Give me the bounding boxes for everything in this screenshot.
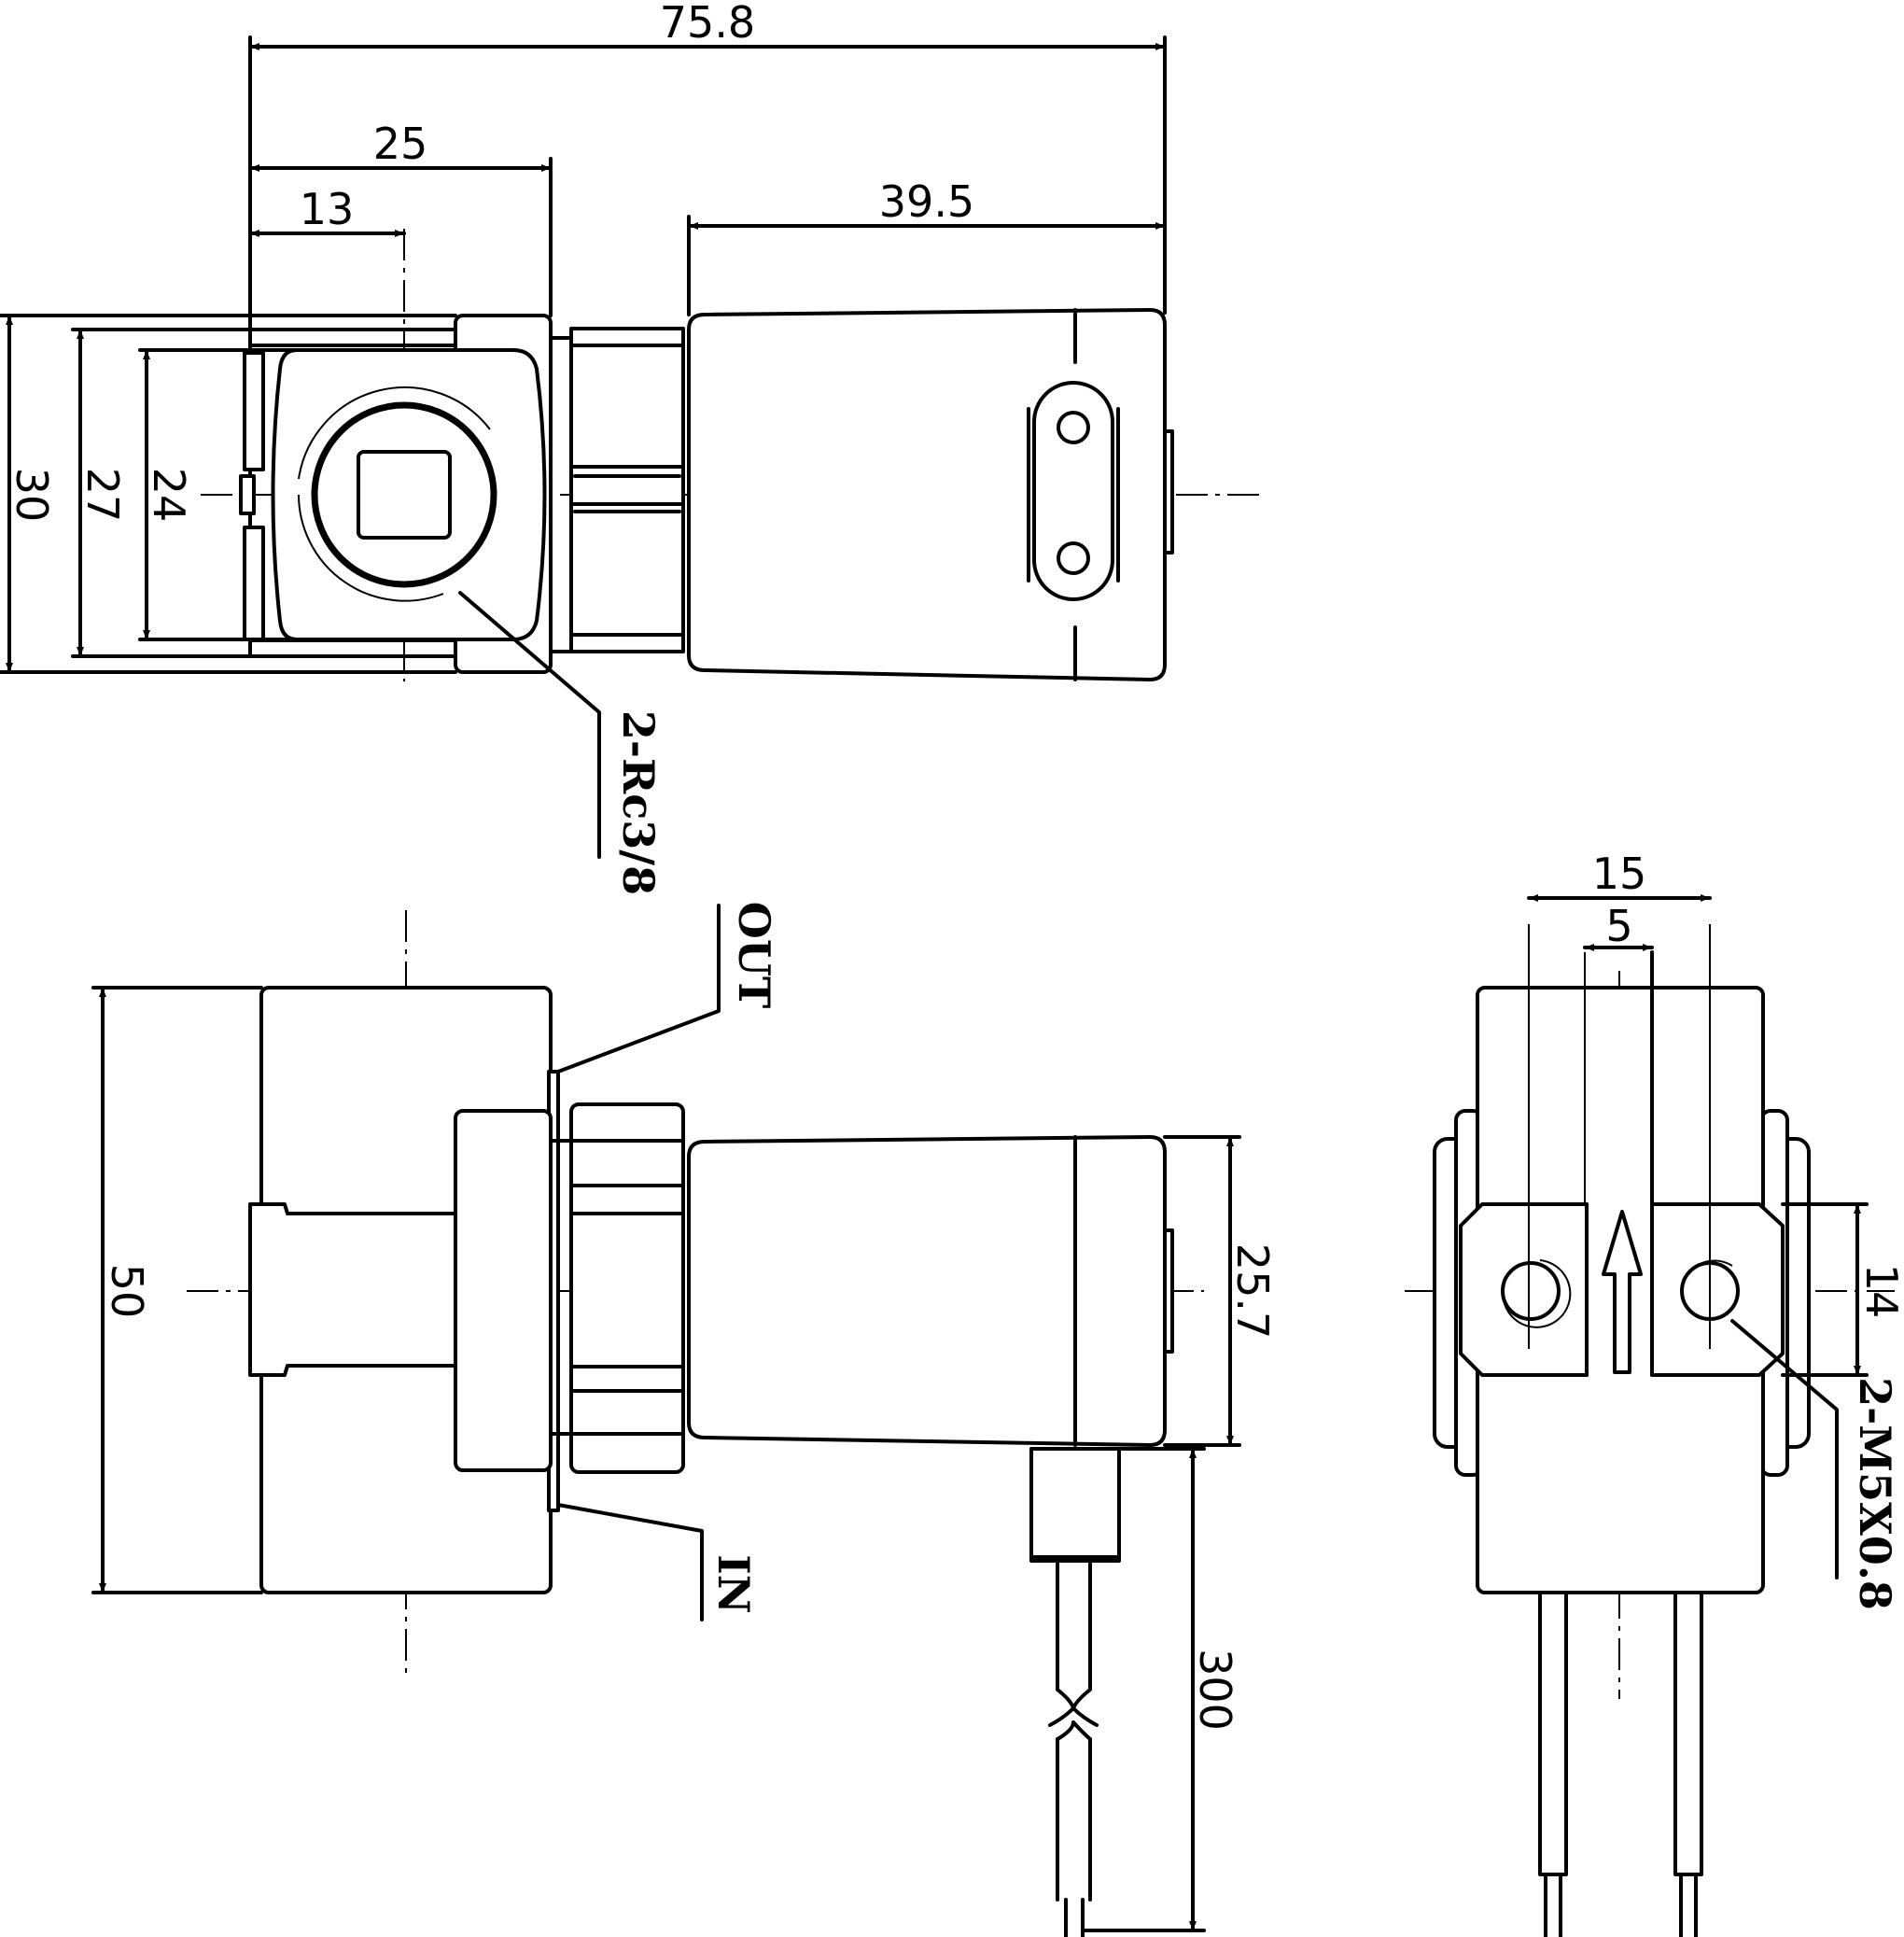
dim-coil-length: 39.5 <box>879 176 974 227</box>
label-mount-thread: 2-M5X0.8 <box>1850 1377 1900 1610</box>
front-view: OUT IN 50 25.7 300 <box>91 902 1278 1937</box>
dim-lead-length: 300 <box>1190 1649 1240 1731</box>
dim-coil-height: 25.7 <box>1227 1243 1278 1339</box>
top-view: 75.8 25 13 39.5 30 27 24 2-Rc3/8 <box>0 0 1260 895</box>
dim-port-block-width: 25 <box>373 119 428 169</box>
dim-mount-plate-height: 14 <box>1856 1264 1904 1319</box>
dim-arrow-offset: 5 <box>1605 901 1632 951</box>
label-outlet: OUT <box>729 902 779 1008</box>
dim-overall-length: 75.8 <box>660 0 755 48</box>
label-inlet: IN <box>708 1554 759 1614</box>
dim-height-inner: 24 <box>144 468 194 523</box>
dim-mount-hole-spacing: 15 <box>1592 849 1647 899</box>
dim-height-mid: 27 <box>77 468 128 523</box>
side-view: 15 5 14 2-M5X0.8 <box>1405 849 1904 1937</box>
dim-body-height: 50 <box>102 1264 152 1319</box>
label-port-thread: 2-Rc3/8 <box>613 710 664 895</box>
dim-port-center-offset: 13 <box>300 184 355 234</box>
dim-height-outer: 30 <box>7 468 57 523</box>
